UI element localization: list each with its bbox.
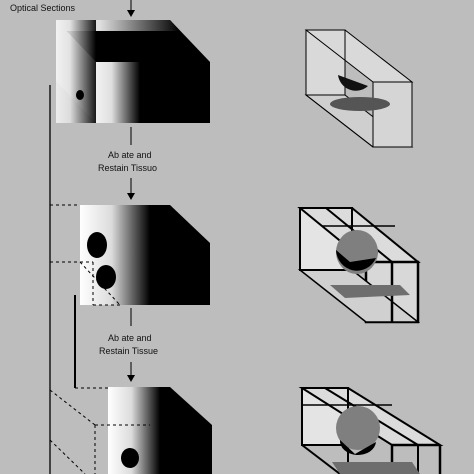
block-2-cell-2 — [96, 265, 116, 289]
block-3-cell — [121, 448, 139, 468]
wireframe-2-sphere-slice — [336, 250, 376, 271]
wireframe-section-1 — [304, 29, 414, 148]
wireframe-section-2 — [297, 207, 421, 324]
arrow-top — [127, 0, 135, 17]
wireframe-2-shadow — [330, 285, 410, 298]
block-2-cell-1 — [87, 232, 107, 258]
step-1-label-line-2: Restain Tissuo — [98, 163, 157, 173]
block-1-face-gradient — [56, 20, 96, 123]
step-1-label-line-1: Ab ate and — [108, 150, 152, 160]
block-2-dashed-outline — [50, 204, 121, 306]
label-optical-sections: Optical Sections — [10, 3, 76, 13]
wireframe-3-sphere-slice — [339, 440, 376, 456]
arrow-step-2 — [127, 308, 135, 382]
block-3-right-face — [150, 425, 212, 474]
tissue-block-2 — [80, 205, 210, 305]
wireframe-1-shadow — [330, 97, 390, 111]
block-3-dashed-outline — [49, 387, 150, 474]
tissue-block-1 — [56, 20, 210, 123]
step-2-label-line-2: Restain Tissue — [99, 346, 158, 356]
block-2-face-gradient — [80, 205, 150, 305]
arrow-step-1 — [127, 127, 135, 200]
step-2-label-line-1: Ab ate and — [108, 333, 152, 343]
wireframe-section-3 — [298, 387, 444, 474]
tissue-block-3 — [108, 387, 212, 474]
block-1-front-gradient — [96, 62, 140, 123]
wireframe-3-sphere — [336, 406, 380, 450]
wireframe-1-sphere-slice — [338, 75, 368, 91]
wireframe-3-shadow — [332, 462, 420, 474]
block-1-nucleus — [76, 90, 84, 100]
